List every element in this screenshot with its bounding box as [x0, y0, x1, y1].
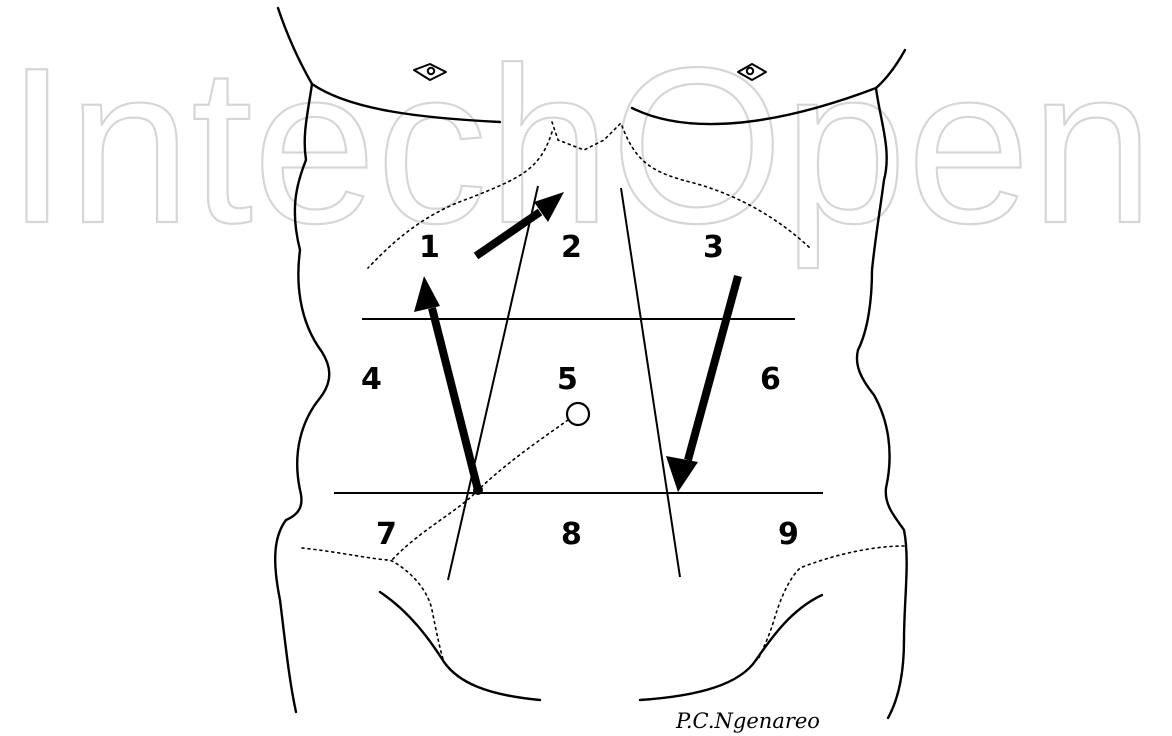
- signature: P.C.Ngenareo: [675, 709, 820, 733]
- region-2-label: 2: [561, 230, 582, 265]
- region-labels: 1 2 3 4 5 6 7 8 9: [361, 230, 799, 552]
- left-inguinal-dotted: [302, 548, 444, 662]
- right-inguinal-dotted: [758, 546, 904, 660]
- region-5-label: 5: [557, 362, 578, 397]
- arrow-3-to-9-shaft: [688, 276, 738, 460]
- left-groin-curve: [380, 592, 540, 700]
- region-3-label: 3: [703, 230, 724, 265]
- right-groin-curve: [640, 595, 822, 700]
- umbilicus: [567, 403, 589, 425]
- arrow-up-to-1-shaft: [432, 308, 478, 490]
- region-4-label: 4: [361, 362, 382, 397]
- region-9-label: 9: [778, 517, 799, 552]
- region-6-label: 6: [760, 362, 781, 397]
- region-8-label: 8: [561, 517, 582, 552]
- arrow-3-to-9-head: [666, 456, 698, 492]
- region-1-label: 1: [419, 230, 440, 265]
- region-7-label: 7: [376, 517, 397, 552]
- arrow-up-to-1-head: [414, 276, 440, 312]
- arrow-up-origin-dot: [473, 485, 483, 495]
